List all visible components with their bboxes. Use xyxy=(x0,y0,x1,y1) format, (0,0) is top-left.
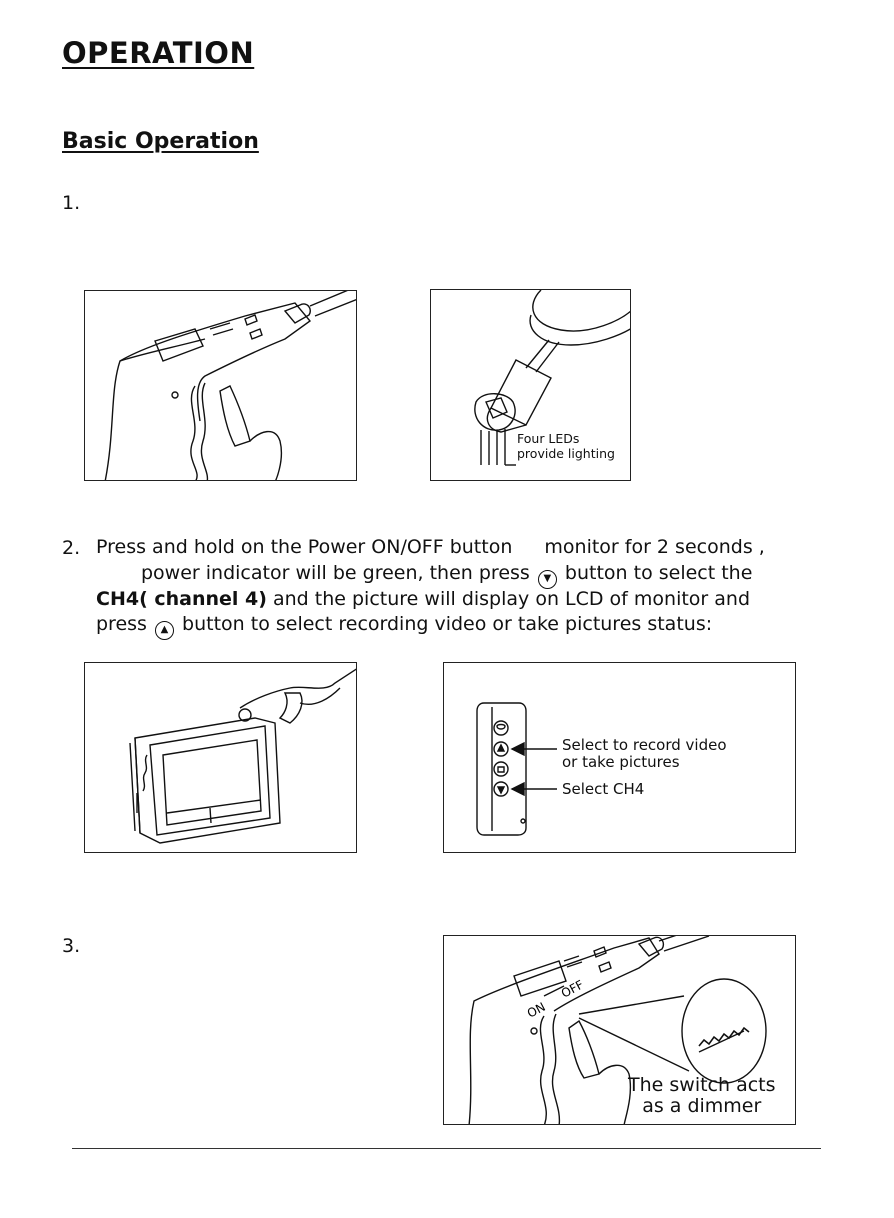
leds-label-line2: provide lighting xyxy=(517,446,615,461)
dimmer-illustration: ON OFF xyxy=(468,936,767,1124)
on-label: ON xyxy=(525,1000,548,1021)
monitor-illustration xyxy=(129,668,356,844)
step-2-number: 2. xyxy=(62,537,81,559)
ch4-label: Select CH4 xyxy=(562,780,645,798)
leds-label-line1: Four LEDs xyxy=(517,431,580,446)
record-label-line2: or take pictures xyxy=(562,753,680,771)
step-2-line2b-text: button to select the xyxy=(564,562,753,584)
step-2-line-1: Press and hold on the Power ON/OFF butto… xyxy=(96,535,765,561)
step-2-line-3: CH4( channel 4) and the picture will dis… xyxy=(96,587,750,613)
figure-camera-leds: Four LEDs provide lighting xyxy=(430,289,631,481)
step-2-line-2: power indicator will be green, then pres… xyxy=(141,561,752,589)
up-arrow-button-icon: ▲ xyxy=(155,621,174,640)
step-2-line1b-text: monitor for 2 seconds , xyxy=(544,536,765,558)
step-2-line4a-text: press xyxy=(96,613,147,635)
footer-divider xyxy=(72,1148,821,1149)
dimmer-caption-line1: The switch acts xyxy=(628,1074,776,1096)
off-label: OFF xyxy=(559,977,586,1000)
step-3-number: 3. xyxy=(62,935,81,957)
ch4-emphasis: CH4( channel 4) xyxy=(96,588,267,610)
handle-illustration xyxy=(104,291,356,480)
figure-dimmer-switch: ON OFF The switch acts as a dimmer xyxy=(443,935,796,1125)
dimmer-caption-line2: as a dimmer xyxy=(642,1095,762,1117)
section-title: Basic Operation xyxy=(62,129,259,154)
down-arrow-button-icon: ▼ xyxy=(537,570,557,589)
record-label-line1: Select to record video xyxy=(562,736,727,754)
step-2-line1-text: Press and hold on the Power ON/OFF butto… xyxy=(96,536,513,558)
page-title: OPERATION xyxy=(62,36,255,70)
figure-monitor-press xyxy=(84,662,357,853)
camera-head-illustration xyxy=(474,290,630,466)
step-2-line3-rest: and the picture will display on LCD of m… xyxy=(266,588,751,610)
figure-handle-power xyxy=(84,290,357,481)
figure-side-buttons: Select to record video or take pictures … xyxy=(443,662,796,853)
step-2-line4b-text: button to select recording video or take… xyxy=(182,613,713,635)
step-2-line2a-text: power indicator will be green, then pres… xyxy=(141,562,530,584)
step-1-number: 1. xyxy=(62,192,81,214)
step-2-line-4: press ▲ button to select recording video… xyxy=(96,612,712,640)
side-buttons-illustration xyxy=(476,702,557,836)
